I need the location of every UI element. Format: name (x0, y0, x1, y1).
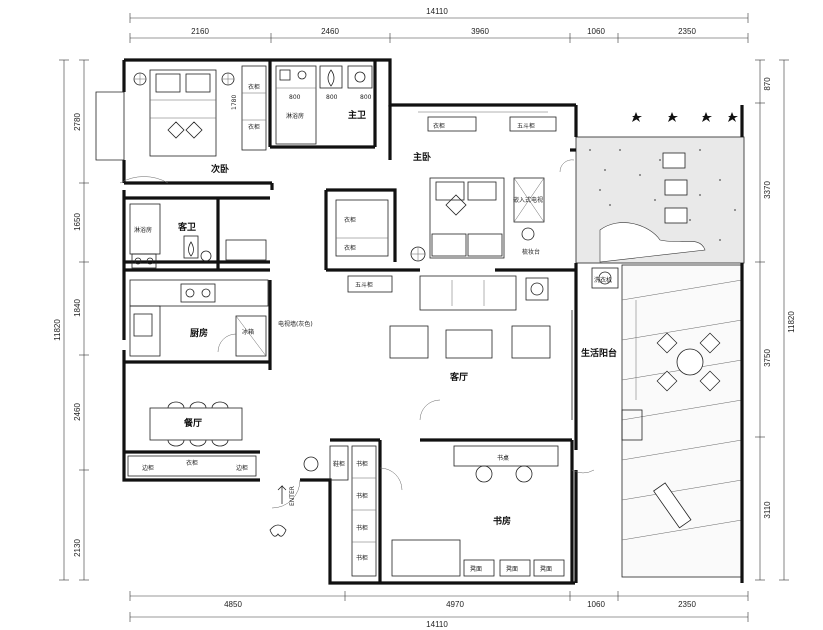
kitchen-fixtures (129, 279, 269, 357)
dim-top-5: 2350 (678, 27, 696, 36)
label-guest-shower: 淋浴房 (134, 226, 152, 234)
label-bath-800b: 800 (326, 94, 338, 101)
master-bath-fixtures (275, 65, 373, 145)
label-stool-c: 凳面 (540, 565, 552, 573)
dim-right-4: 3110 (763, 501, 772, 519)
label-bath-800a: 800 (289, 94, 301, 101)
label-shower-master: 淋浴房 (286, 112, 304, 120)
label-bookcase-4: 书柜 (356, 554, 368, 562)
garden-area (575, 112, 745, 572)
label-dressing: 五斗柜 (517, 122, 535, 130)
room-master-bath: 主卫 (348, 109, 366, 121)
label-wardrobe-2: 衣柜 (248, 123, 260, 131)
label-wardrobe-1: 衣柜 (248, 83, 260, 91)
walls (95, 58, 744, 585)
dimensions: 14110 2160 2460 3960 1060 2350 4850 4970… (53, 7, 796, 629)
room-living: 客厅 (449, 371, 468, 383)
dining-furniture (127, 401, 257, 477)
label-storage: 衣柜 (186, 459, 198, 467)
dim-top-4: 1060 (587, 27, 605, 36)
dim-left-total: 11820 (53, 319, 62, 341)
living-room-furniture (347, 275, 595, 474)
label-desk: 书桌 (497, 454, 509, 462)
label-1780: 1780 (231, 95, 238, 110)
dim-left-5: 2130 (73, 539, 82, 557)
guest-bath-fixtures (129, 203, 267, 269)
dim-bottom-3: 1060 (587, 600, 605, 609)
room-master-bedroom: 主卧 (413, 151, 431, 163)
study-furniture (329, 445, 565, 577)
label-stool-a: 凳面 (470, 565, 482, 573)
dim-bottom-4: 2350 (678, 600, 696, 609)
label-bedroom-tv: 嵌入式电视 (513, 196, 543, 204)
master-bedroom-furniture (335, 111, 575, 262)
label-sideboard-b: 边柜 (236, 464, 248, 472)
dim-left-1: 2780 (73, 113, 82, 131)
label-shoe-cabinet: 五斗柜 (355, 281, 373, 289)
room-guest-bath: 客卫 (177, 221, 196, 233)
dim-bottom-total: 14110 (426, 620, 448, 629)
label-washer: 洗衣机 (594, 276, 612, 284)
label-wardrobe-master: 衣柜 (433, 122, 445, 130)
deck-hatch (621, 264, 743, 578)
dim-left-3: 1840 (73, 299, 82, 317)
dim-bottom-2: 4970 (446, 600, 464, 609)
dim-top-total: 14110 (426, 7, 448, 16)
room-kitchen: 厨房 (190, 327, 208, 339)
room-secondary-bedroom: 次卧 (211, 163, 229, 175)
label-entrance: ENTER (289, 486, 296, 506)
living-balcony-fixtures (591, 267, 643, 441)
label-stool-b: 凳面 (506, 565, 518, 573)
entrance (269, 456, 319, 537)
room-study: 书房 (493, 515, 511, 527)
dim-left-4: 2460 (73, 403, 82, 421)
label-wardrobe-3: 衣柜 (344, 216, 356, 224)
label-bookcase-1: 书柜 (356, 460, 368, 468)
dim-right-3: 3750 (763, 349, 772, 367)
dim-right-2: 3370 (763, 181, 772, 199)
dim-top-1: 2160 (191, 27, 209, 36)
label-bookcase-3: 书柜 (356, 524, 368, 532)
label-bath-800c: 800 (360, 94, 372, 101)
label-tv-cabinet: 梳妆台 (522, 248, 540, 256)
dim-top-3: 3960 (471, 27, 489, 36)
dim-bottom-1: 4850 (224, 600, 242, 609)
dim-left-2: 1650 (73, 213, 82, 231)
dim-right-1: 870 (763, 77, 772, 91)
label-tv-wall: 电视墙(灰色) (278, 320, 313, 328)
room-dining: 餐厅 (183, 417, 202, 429)
label-wardrobe-4: 衣柜 (344, 244, 356, 252)
label-sideboard: 边柜 (142, 464, 154, 472)
room-living-balcony: 生活阳台 (581, 347, 617, 359)
label-fridge: 冰箱 (242, 328, 254, 336)
dim-top-2: 2460 (321, 27, 339, 36)
label-bookcase-2: 书柜 (356, 492, 368, 500)
secondary-bedroom-furniture (119, 65, 267, 184)
dim-right-total: 11820 (787, 311, 796, 333)
label-shoe: 鞋柜 (333, 460, 345, 468)
